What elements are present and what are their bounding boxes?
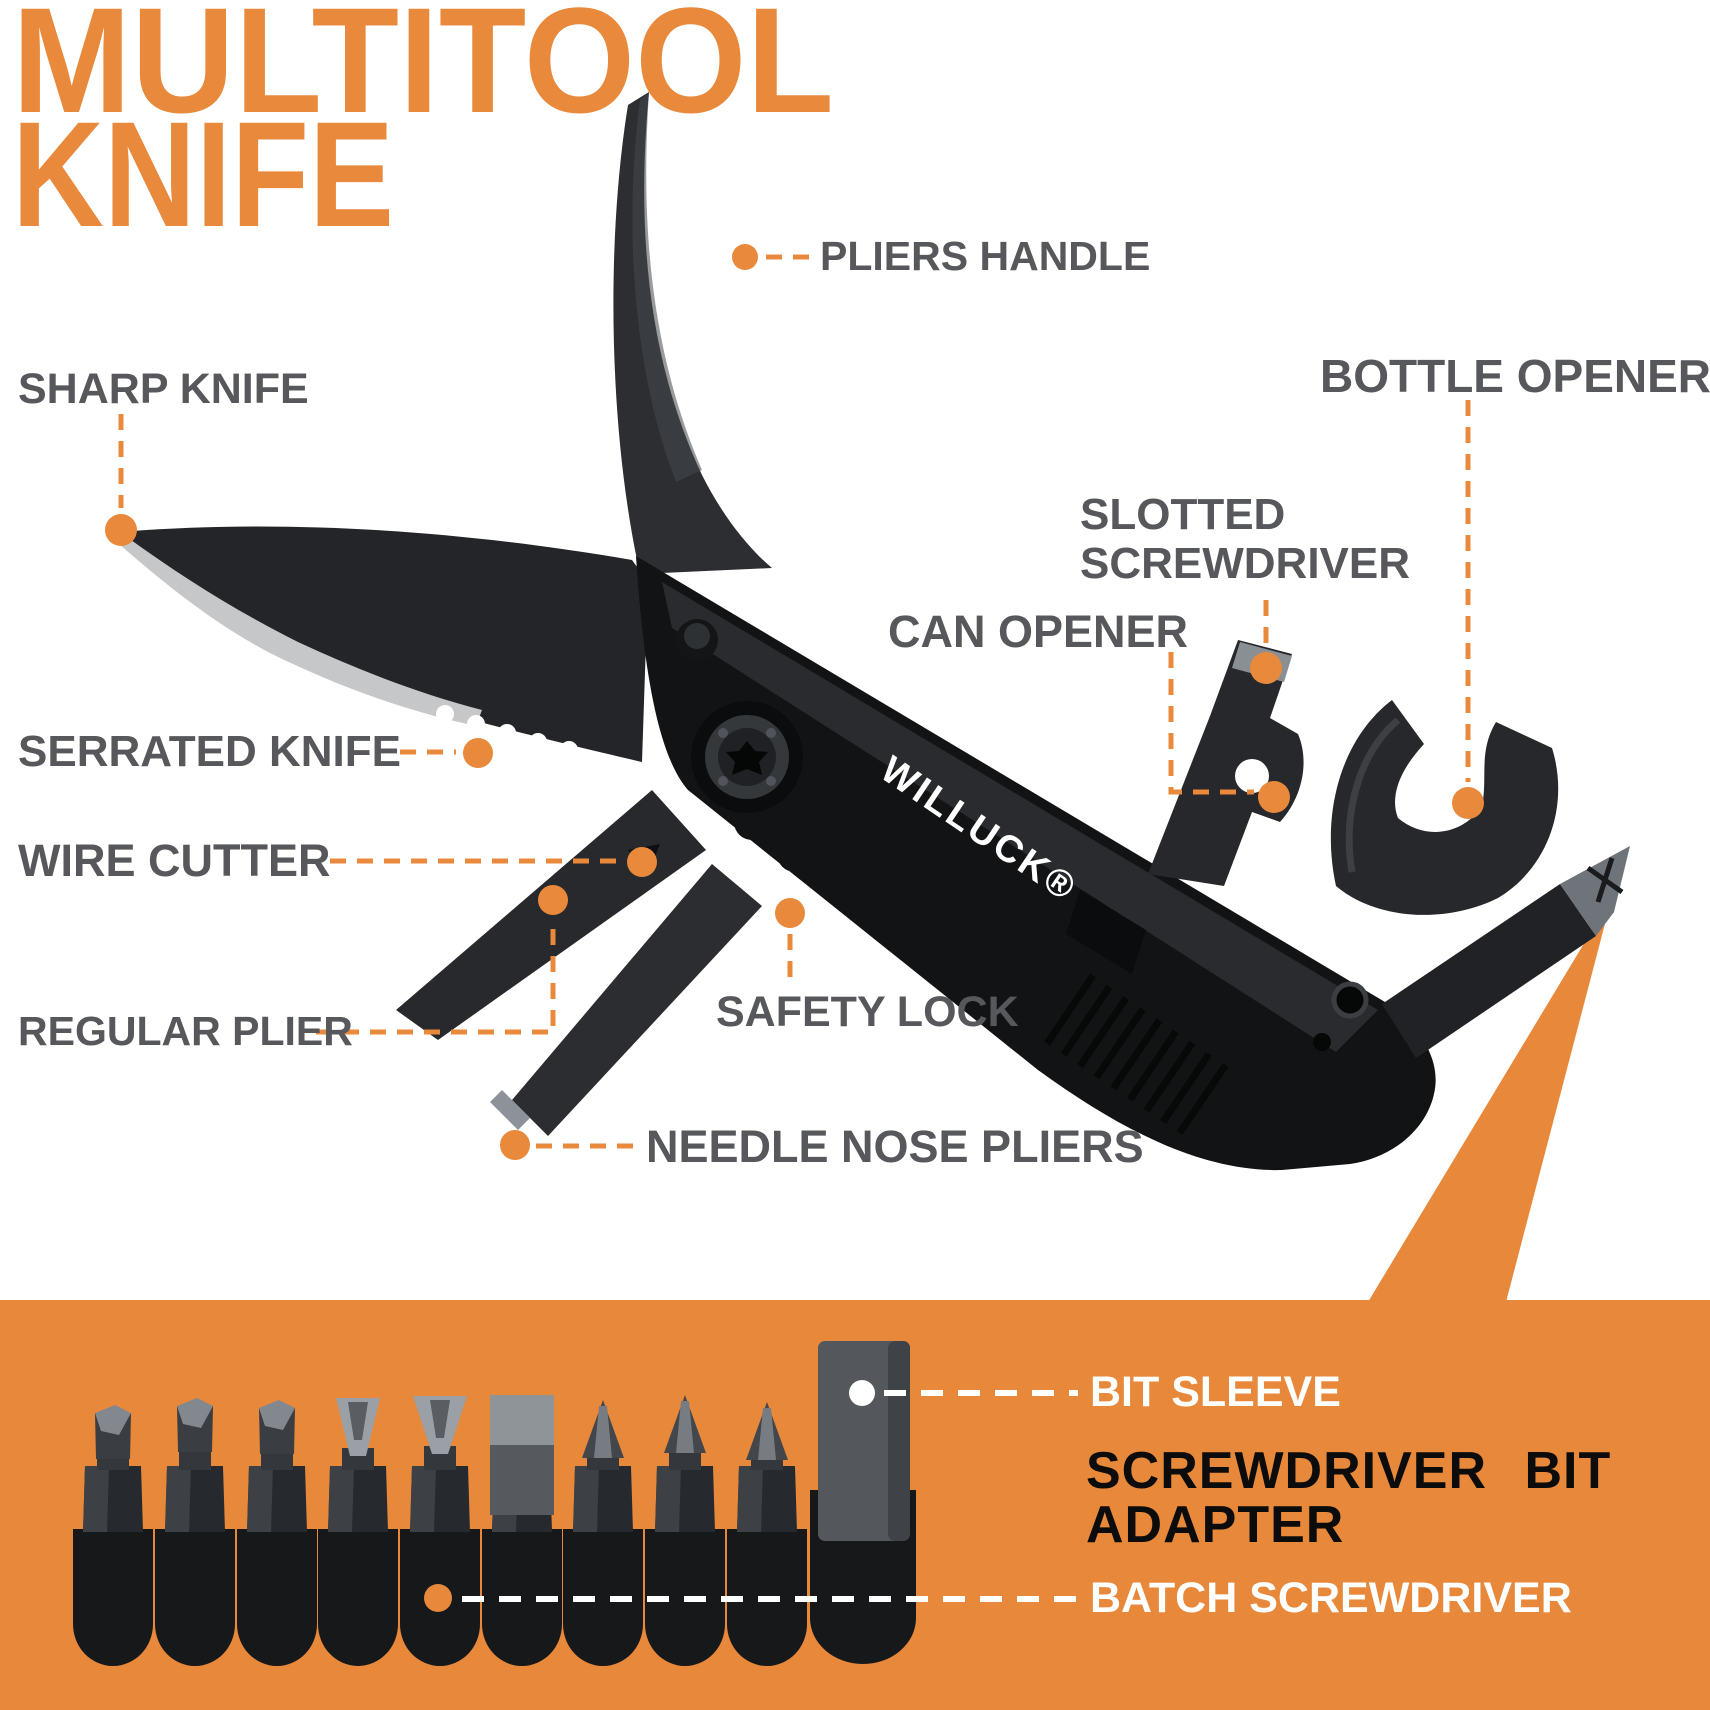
callout-dot-safety-lock — [775, 898, 805, 928]
slotted-bit-small — [318, 1398, 398, 1666]
handle-stud — [1331, 981, 1369, 1019]
phillips-screwdriver-tip — [1560, 846, 1630, 936]
grip-ribs — [1044, 973, 1229, 1136]
hex-tip-facet — [177, 1398, 213, 1428]
bit-shank — [179, 1448, 211, 1470]
bottle-opener-highlight — [1345, 717, 1401, 873]
hex-tip-facet — [259, 1400, 295, 1430]
label-sharp-knife: SHARP KNIFE — [18, 365, 309, 413]
adapter-heading: SCREWDRIVER BIT ADAPTER — [1086, 1444, 1611, 1552]
pliers-handle-highlight — [632, 92, 702, 482]
adapter-heading-line-2: ADAPTER — [1086, 1496, 1345, 1555]
bit-base-facet — [573, 1466, 599, 1532]
phillips-screwdriver-tool — [1382, 884, 1596, 1058]
adapter-sleeve-shade — [888, 1341, 910, 1541]
phillips-bit-large — [727, 1402, 807, 1666]
title-art: MULTITOOL KNIFE — [12, 0, 834, 258]
bit-holder — [482, 1529, 562, 1666]
bit-base-facet — [328, 1466, 354, 1532]
label-pliers-handle: PLIERS HANDLE — [820, 233, 1151, 279]
slotted-bit-medium — [400, 1396, 480, 1666]
handle-pin — [1313, 1033, 1331, 1051]
serrated-edge — [436, 705, 578, 759]
label-regular-plier: REGULAR PLIER — [18, 1008, 353, 1054]
slotted-screwdriver-tool — [1148, 640, 1304, 886]
handle-top-panel — [662, 582, 1378, 1052]
bit-adapter-sleeve — [810, 1341, 916, 1664]
multitool-knife: WILLUCK® — [112, 92, 1630, 1171]
band-callout-lines — [462, 1390, 1078, 1602]
phillips-tip-ridge — [676, 1401, 694, 1453]
callout-lines — [118, 254, 1471, 1149]
label-wire-cutter: WIRE CUTTER — [18, 835, 331, 886]
screwdriver-bit-set — [73, 1341, 916, 1666]
callout-dot-wire-cutter — [627, 847, 657, 877]
bit-holder — [237, 1529, 317, 1666]
slotted-tip-shadow — [430, 1400, 450, 1438]
hex-bit-medium — [155, 1398, 235, 1666]
title-line-1: MULTITOOL — [12, 0, 834, 144]
adapter-hole — [849, 1380, 875, 1406]
plier-jaw-regular-teeth — [470, 846, 672, 1000]
bit-base-facet — [83, 1466, 109, 1532]
plier-jaw-needle-nose — [512, 864, 762, 1136]
bottle-opener-tool — [1330, 700, 1559, 915]
callout-dots — [105, 244, 1484, 1160]
hex-tip-facet — [95, 1405, 131, 1435]
callout-dot-regular-plier — [538, 885, 568, 915]
bit-shank — [261, 1450, 293, 1470]
label-needle-nose-pliers: NEEDLE NOSE PLIERS — [646, 1121, 1144, 1172]
label-can-opener: CAN OPENER — [888, 606, 1189, 657]
knife-blade — [120, 526, 648, 762]
label-serrated-knife: SERRATED KNIFE — [18, 727, 401, 776]
bit-base-facet — [737, 1466, 763, 1532]
phillips-tip-ridge — [758, 1408, 776, 1460]
callout-line-regular-plier — [316, 920, 556, 1035]
bit-base-facet — [247, 1466, 273, 1532]
label-bottle-opener: BOTTLE OPENER — [1320, 350, 1710, 402]
phillips-bit-small — [563, 1400, 643, 1666]
slotted-tip-shadow — [348, 1402, 368, 1440]
hex-bit-large — [237, 1400, 317, 1666]
phillips-tip-ridge — [594, 1406, 612, 1458]
holder-hole — [424, 1584, 452, 1612]
orange-wedge — [1368, 897, 1612, 1302]
plier-jaw-regular — [396, 790, 706, 1040]
handle-groove — [1066, 890, 1146, 974]
bit-holder — [155, 1529, 235, 1666]
needle-nose-tip — [490, 1090, 530, 1130]
hex-bit-small — [73, 1405, 153, 1666]
label-safety-lock: SAFETY LOCK — [716, 988, 1019, 1036]
label-batch-screwdriver: BATCH SCREWDRIVER — [1090, 1574, 1572, 1622]
callout-dot-needle-nose-pliers — [500, 1130, 530, 1160]
callout-dot-sharp-knife — [105, 514, 137, 546]
title-line-2: KNIFE — [12, 90, 394, 240]
callout-dot-serrated-knife — [463, 738, 493, 768]
callout-dot-bottle-opener — [1452, 787, 1484, 819]
phillips-cross-groove-2 — [1595, 857, 1615, 903]
can-opener-hook-notch — [1235, 759, 1269, 793]
bit-holder — [563, 1529, 643, 1666]
pivot-pin — [676, 619, 718, 661]
pivot-screw — [691, 701, 803, 813]
pliers-handle-arm — [613, 92, 772, 574]
label-bit-sleeve: BIT SLEEVE — [1090, 1368, 1341, 1416]
label-slotted-screwdriver: SLOTTED SCREWDRIVER — [1080, 490, 1411, 589]
page-title: MULTITOOL KNIFE — [12, 0, 892, 258]
callout-dot-slotted-screwdriver — [1250, 652, 1282, 684]
slotted-bit-wide — [482, 1395, 562, 1666]
bit-holder — [73, 1529, 153, 1666]
bit-holder — [318, 1529, 398, 1666]
phillips-bit-medium — [645, 1395, 725, 1666]
bit-base-facet — [165, 1466, 191, 1532]
adapter-heading-line-1: SCREWDRIVER BIT — [1086, 1442, 1612, 1500]
bit-base-facet — [410, 1466, 436, 1532]
callout-dot-pliers-handle — [732, 244, 758, 270]
callout-dot-can-opener — [1258, 781, 1290, 813]
bit-base-facet — [655, 1466, 681, 1532]
callout-line-can-opener — [1168, 652, 1254, 795]
safety-lock-scallops — [734, 804, 899, 936]
slotted-blade-edge — [490, 1395, 554, 1445]
